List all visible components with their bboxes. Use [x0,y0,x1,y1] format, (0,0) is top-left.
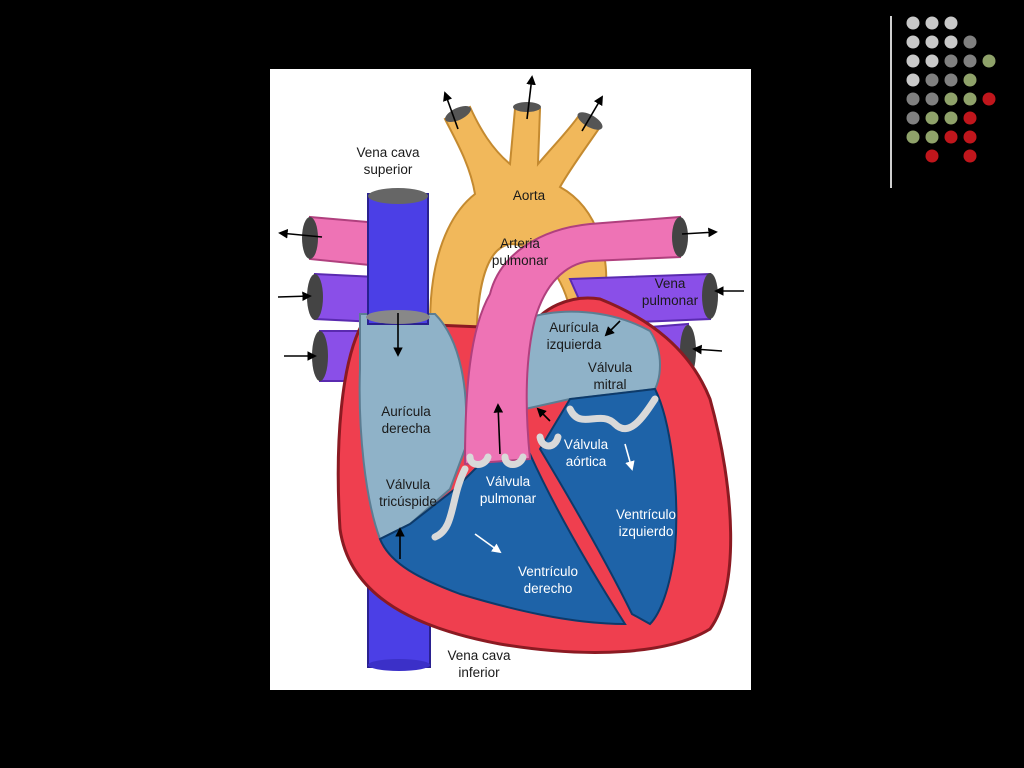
tricuspid-valve [431,465,469,541]
decor-dot [963,149,977,163]
decor-dot [906,111,920,125]
decor-dot [982,54,996,68]
label-auricula-izquierda: Aurícula izquierda [546,320,602,352]
dot-grid-svg [906,16,996,163]
divider-line [890,16,892,188]
heart-illustration [277,75,744,671]
decor-dot [944,35,958,49]
label-auricula-derecha: Aurícula derecha [381,404,431,436]
label-valvula-tricuspide: Válvula tricúspide [379,477,437,509]
decor-dot [925,130,939,144]
decor-dot [906,54,920,68]
decor-dot [982,92,996,106]
left-atrium [524,310,661,411]
decor-dot [906,35,920,49]
decor-dot [944,111,958,125]
decor-dot [944,54,958,68]
label-vena-cava-superior: Vena cava superior [356,145,420,177]
label-ventriculo-derecho: Ventrículo derecho [517,564,579,596]
label-arteria-pulmonar: Arteria pulmonar [491,236,549,268]
decor-dot [906,16,920,30]
decor-dot [963,35,977,49]
label-aorta: Aorta [512,188,546,203]
decor-dot [925,149,939,163]
decor-dot [944,130,958,144]
decor-dot [944,73,958,87]
decor-dot [963,130,977,144]
pulmonary-artery [463,215,681,466]
decor-dot [925,92,939,106]
valves [431,395,659,541]
pulmonary-valve [466,453,527,468]
right-ventricle [378,452,627,626]
decor-dot [963,54,977,68]
decor-dot [906,73,920,87]
aortic-valve [536,433,562,450]
label-vena-cava-inferior: Vena cava inferior [447,648,511,680]
label-valvula-pulmonar: Válvula pulmonar [479,474,537,506]
mitral-valve [566,395,659,433]
label-valvula-aortica: Válvula aórtica [563,437,609,469]
label-valvula-mitral: Válvula mitral [587,360,633,392]
decor-dot [925,54,939,68]
decor-dot [925,73,939,87]
vena-cava-superior [367,193,429,325]
label-ventriculo-izquierdo: Ventrículo izquierdo [615,507,677,539]
decor-dot [963,111,977,125]
decorative-dot-grid [905,10,1015,170]
left-ventricle [538,387,678,626]
flow-arrows [277,75,744,559]
decor-dot [944,92,958,106]
decor-dot [963,92,977,106]
decor-dot [925,111,939,125]
decor-dot [906,130,920,144]
decor-dot [925,35,939,49]
label-vena-pulmonar: Vena pulmonar [641,276,699,308]
heart-diagram: Vena cava superior Aorta Arteria pulmona… [270,69,751,690]
decor-dot [925,16,939,30]
decor-dot [944,16,958,30]
decor-dot [906,92,920,106]
decor-dot [963,73,977,87]
